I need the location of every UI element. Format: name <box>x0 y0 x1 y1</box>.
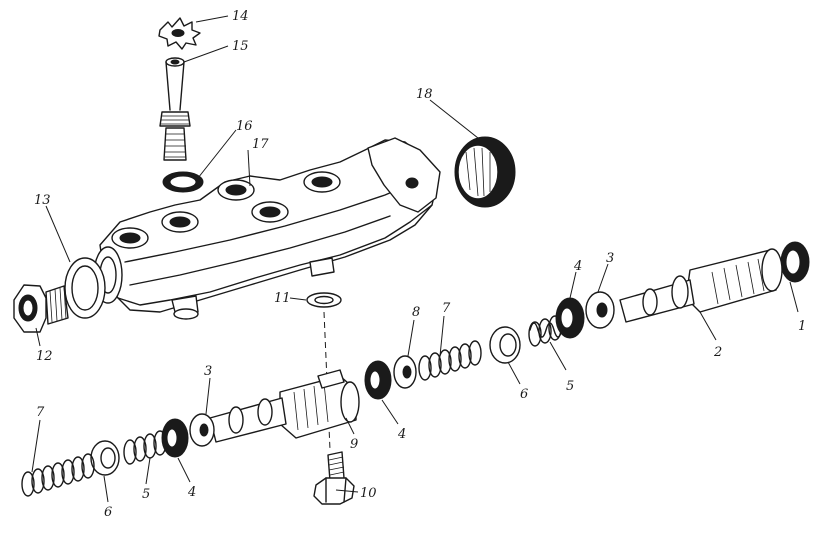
callout-8: 8 <box>412 305 420 320</box>
part-1-ring <box>780 241 810 283</box>
part-7-spring-lower <box>21 453 95 497</box>
callout-14: 14 <box>232 9 249 24</box>
callout-3-lower: 3 <box>204 364 212 379</box>
part-8-washer <box>393 355 417 389</box>
part-5-spring-lower <box>123 430 167 465</box>
callout-10: 10 <box>360 486 377 501</box>
callout-6-lower: 6 <box>104 505 112 520</box>
callout-5-lower: 5 <box>142 487 150 502</box>
part-17-housing <box>93 137 441 320</box>
callout-18: 18 <box>416 87 433 102</box>
callout-7-lower: 7 <box>36 405 45 420</box>
callout-12: 12 <box>36 349 53 364</box>
callout-1: 1 <box>798 319 806 334</box>
part-9-piston <box>209 369 360 443</box>
part-4-cup-lower <box>161 418 189 458</box>
part-15-bleeder-valve <box>159 57 191 161</box>
callout-4-middle: 4 <box>397 427 406 442</box>
callout-3-upper: 3 <box>606 251 614 266</box>
part-3-washer-upper <box>585 291 615 329</box>
part-2-piston <box>619 248 783 323</box>
part-3-washer-lower <box>189 413 215 447</box>
part-18-cap <box>454 136 516 208</box>
part-6-cup-upper <box>489 326 521 364</box>
part-11-washer <box>306 292 342 308</box>
callout-7-upper: 7 <box>442 301 451 316</box>
part-13-seal-ring <box>64 257 106 319</box>
part-10-bolt <box>313 451 355 505</box>
callout-17: 17 <box>252 137 269 152</box>
callout-11: 11 <box>274 291 291 306</box>
part-7-spring-upper <box>418 340 482 381</box>
callout-13: 13 <box>34 193 51 208</box>
callout-16: 16 <box>236 119 253 134</box>
callout-5-upper: 5 <box>566 379 574 394</box>
callout-6-upper: 6 <box>520 387 528 402</box>
leader-lines <box>31 15 799 503</box>
part-12-plug-nut <box>13 284 69 333</box>
callout-9: 9 <box>350 437 358 452</box>
part-14-star-washer <box>158 17 201 50</box>
callout-4-lower: 4 <box>187 485 196 500</box>
part-5-spring-upper <box>528 315 563 347</box>
callout-4-upper: 4 <box>573 259 582 274</box>
part-4-cup-middle <box>364 360 392 400</box>
callout-2: 2 <box>713 345 722 360</box>
part-4-cup-upper <box>555 297 585 339</box>
part-6-cup-lower <box>90 440 120 476</box>
callout-labels: 14 15 16 17 18 13 12 11 1 2 3 4 5 6 7 8 … <box>34 9 806 520</box>
part-16-washer <box>162 171 204 193</box>
callout-15: 15 <box>232 39 249 54</box>
